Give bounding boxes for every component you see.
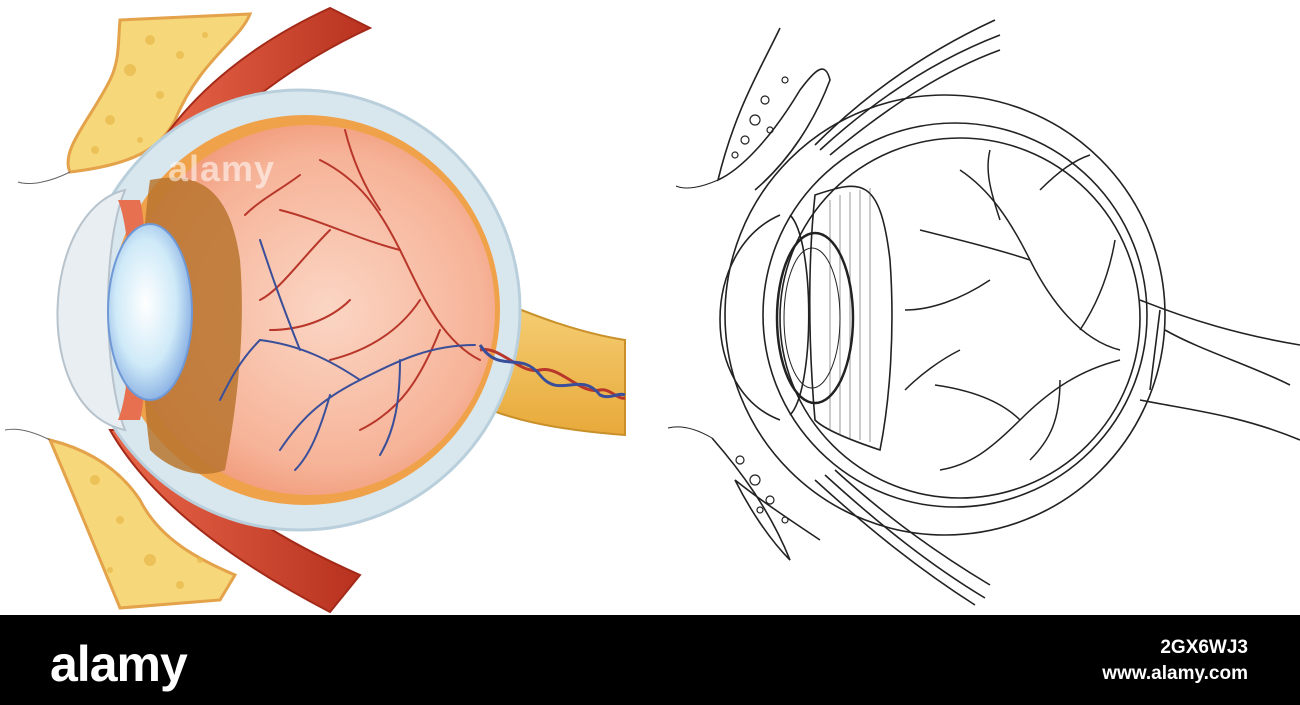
- line-ciliary-body: [808, 185, 893, 452]
- cornea: [56, 188, 127, 432]
- line-choroid: [762, 122, 1148, 508]
- central-retinal-artery: [479, 348, 626, 400]
- line-cornea: [719, 214, 781, 421]
- line-optic-nerve: [1139, 299, 1300, 441]
- line-sclera: [724, 94, 1166, 536]
- retinal-veins: [219, 239, 476, 471]
- site-url-label: www.alamy.com: [1102, 663, 1248, 684]
- line-iris: [789, 214, 810, 416]
- line-lower-bone-pores: [735, 455, 789, 524]
- lower-fiber: [4, 428, 51, 441]
- stock-footer-bar: alamy 2GX6WJ3 www.alamy.com: [0, 615, 1300, 705]
- lens: [107, 223, 193, 401]
- line-retina: [779, 137, 1141, 499]
- line-retinal-vessels: [904, 149, 1121, 471]
- image-id-label: 2GX6WJ3: [1160, 637, 1248, 658]
- central-retinal-vein: [478, 344, 626, 399]
- line-upper-bone-pores: [731, 76, 789, 159]
- colored-eye-diagram: [4, 6, 626, 614]
- eye-anatomy-illustration: [4, 6, 1300, 614]
- upper-fiber: [17, 171, 71, 185]
- line-upper-orbital-bone: [716, 27, 831, 191]
- footer-logo: alamy: [50, 636, 188, 692]
- line-lower-orbital-bone: [711, 437, 821, 561]
- line-art-eye-diagram: [667, 19, 1300, 606]
- retinal-arteries: [244, 129, 481, 431]
- line-lens: [775, 231, 855, 405]
- watermark-overlay-text: alamy: [168, 148, 276, 189]
